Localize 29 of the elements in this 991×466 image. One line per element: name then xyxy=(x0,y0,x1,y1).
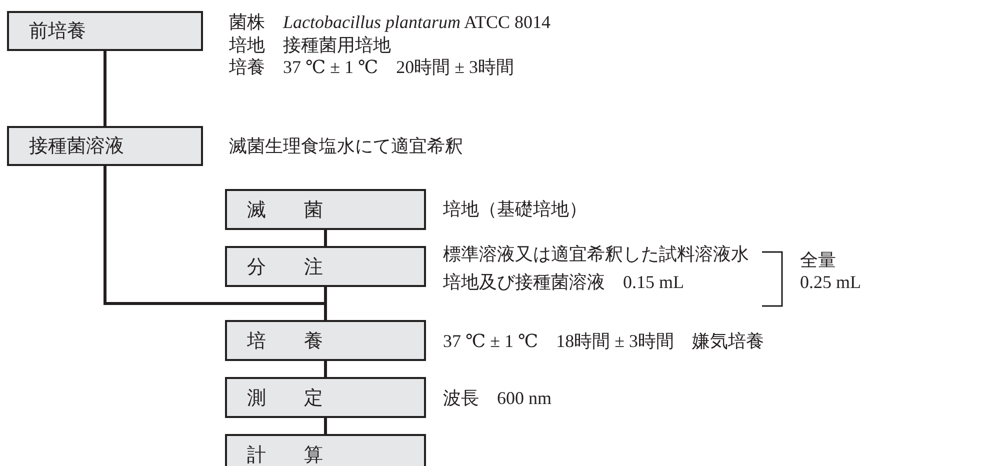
step-label: 計 算 xyxy=(247,444,323,466)
connector-line xyxy=(104,166,327,320)
process-box xyxy=(225,189,426,230)
step-note: 標準溶液又は適宜希釈した試料溶液水 xyxy=(443,243,749,265)
total-volume-note: 全量 0.25 mL xyxy=(800,249,862,293)
step-note: 培地（基礎培地） xyxy=(443,198,587,220)
step-label: 測 定 xyxy=(247,386,323,410)
step-note: 培養 37 ℃ ± 1 ℃ 20時間 ± 3時間 xyxy=(229,56,514,78)
connector-line xyxy=(324,361,327,377)
process-box xyxy=(225,434,426,466)
step-label: 接種菌溶液 xyxy=(29,135,124,159)
step-note: 波長 600 nm xyxy=(443,387,552,409)
step-label: 分 注 xyxy=(247,256,323,280)
connector-line xyxy=(104,51,106,126)
step-label: 滅 菌 xyxy=(247,198,323,222)
step-note: 培地及び接種菌溶液 0.15 mL xyxy=(443,271,684,293)
step-note: 培地 接種菌用培地 xyxy=(229,34,391,56)
process-box xyxy=(7,11,203,51)
process-box xyxy=(7,126,203,166)
process-box xyxy=(225,246,426,287)
step-label: 培 養 xyxy=(247,330,323,354)
connector-line xyxy=(324,418,327,434)
connector-line xyxy=(324,230,327,246)
step-note: 菌株 Lactobacillus plantarum ATCC 8014 xyxy=(229,11,551,33)
step-note: 37 ℃ ± 1 ℃ 18時間 ± 3時間 嫌気培養 xyxy=(443,330,764,352)
step-note: 滅菌生理食塩水にて適宜希釈 xyxy=(229,135,463,157)
step-label: 前培養 xyxy=(29,20,86,44)
process-box xyxy=(225,377,426,418)
process-box xyxy=(225,320,426,361)
